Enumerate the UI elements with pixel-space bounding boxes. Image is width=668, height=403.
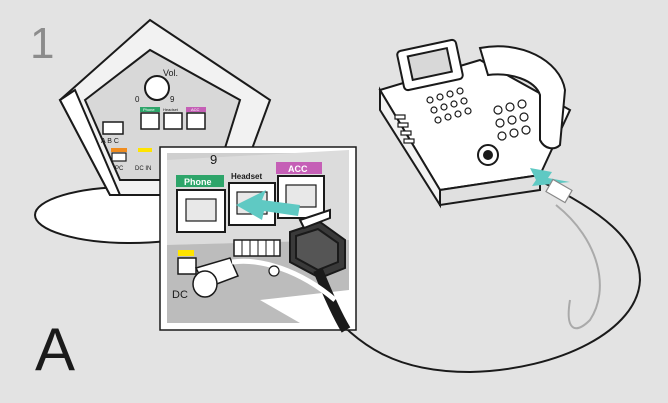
- base-port-headset: [164, 113, 182, 129]
- dcin-label: DC IN: [135, 166, 151, 172]
- switch-positions: A B C: [101, 138, 119, 145]
- volume-label: Vol.: [163, 68, 178, 78]
- pc-port: [112, 153, 126, 161]
- straight-cable: [556, 205, 600, 328]
- variant-letter: A: [35, 320, 75, 380]
- base-port-phone: [141, 113, 159, 129]
- dcin-tag: [138, 148, 152, 152]
- base-port-acc-label: ACC: [191, 107, 200, 112]
- inset-acc-label: ACC: [288, 164, 308, 174]
- inset-phone-label: Phone: [184, 177, 212, 187]
- phone-insert-arrow: [530, 168, 570, 186]
- dip-switch: [103, 122, 123, 134]
- coiled-cable: [320, 180, 640, 372]
- volume-dial: [145, 76, 169, 100]
- terminal-block: [234, 240, 280, 256]
- base-port-acc: [187, 113, 205, 129]
- step-number: 1: [30, 22, 54, 66]
- base-port-phone-label: Phone: [143, 107, 155, 112]
- inset-dc-label: DC: [172, 289, 188, 301]
- pc-label: PC: [115, 166, 124, 172]
- inset-dc-tag: [178, 250, 194, 256]
- base-port-headset-label: Headset: [163, 107, 179, 112]
- inset-headset-label: Headset: [231, 172, 262, 181]
- inset-dial-fragment: 9: [210, 152, 217, 167]
- dial-digit-low: 0: [135, 95, 140, 104]
- inset-screw: [269, 266, 279, 276]
- pc-tag: [111, 148, 127, 152]
- dial-digit-high: 9: [170, 95, 175, 104]
- inset-dc-port: [178, 258, 196, 274]
